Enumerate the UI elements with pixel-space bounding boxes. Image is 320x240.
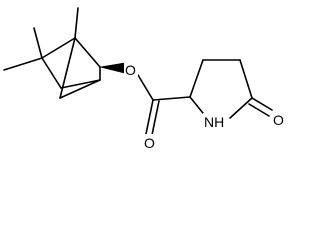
bond-ring-right: [239, 59, 253, 99]
bond-methyl-gem-up: [33, 27, 43, 59]
ester-oxygen-label: O: [125, 62, 136, 78]
bond-oxygen-carbonyl-carbon: [137, 74, 154, 101]
bond-upper-bridgehead-ring: [59, 37, 76, 99]
bond-ring-back: [60, 79, 101, 89]
bond-carbonyl-double-a: [145, 99, 154, 135]
bond-bridgehead-gem-dimethyl: [41, 37, 76, 59]
bond-bridgehead-carbinol: [74, 37, 101, 68]
stereo-wedge-bond: [99, 62, 125, 74]
carbonyl-oxygen-label: O: [144, 135, 155, 151]
bond-alpha-ring-upper: [189, 59, 204, 98]
bond-carbonyl-double-b: [151, 100, 160, 136]
bond-gem-dimethyl-bridgehead-lower: [41, 57, 62, 89]
structure-diagram: O O NH O: [3, 7, 286, 151]
bond-lactam-double-b: [248, 103, 270, 117]
ring-nitrogen-label: NH: [204, 114, 224, 130]
bond-ring-lower: [59, 79, 101, 99]
lactam-oxygen-label: O: [273, 112, 284, 128]
bond-lactam-double-a: [251, 97, 273, 111]
bond-carbonyl-alpha-carbon: [152, 96, 191, 101]
bond-methyl-gem-left: [3, 57, 43, 71]
molecule-drawing: O O NH O: [3, 7, 286, 151]
bond-lactam-carbon-nitrogen: [229, 97, 253, 119]
bond-methyl-bridgehead: [74, 7, 79, 39]
